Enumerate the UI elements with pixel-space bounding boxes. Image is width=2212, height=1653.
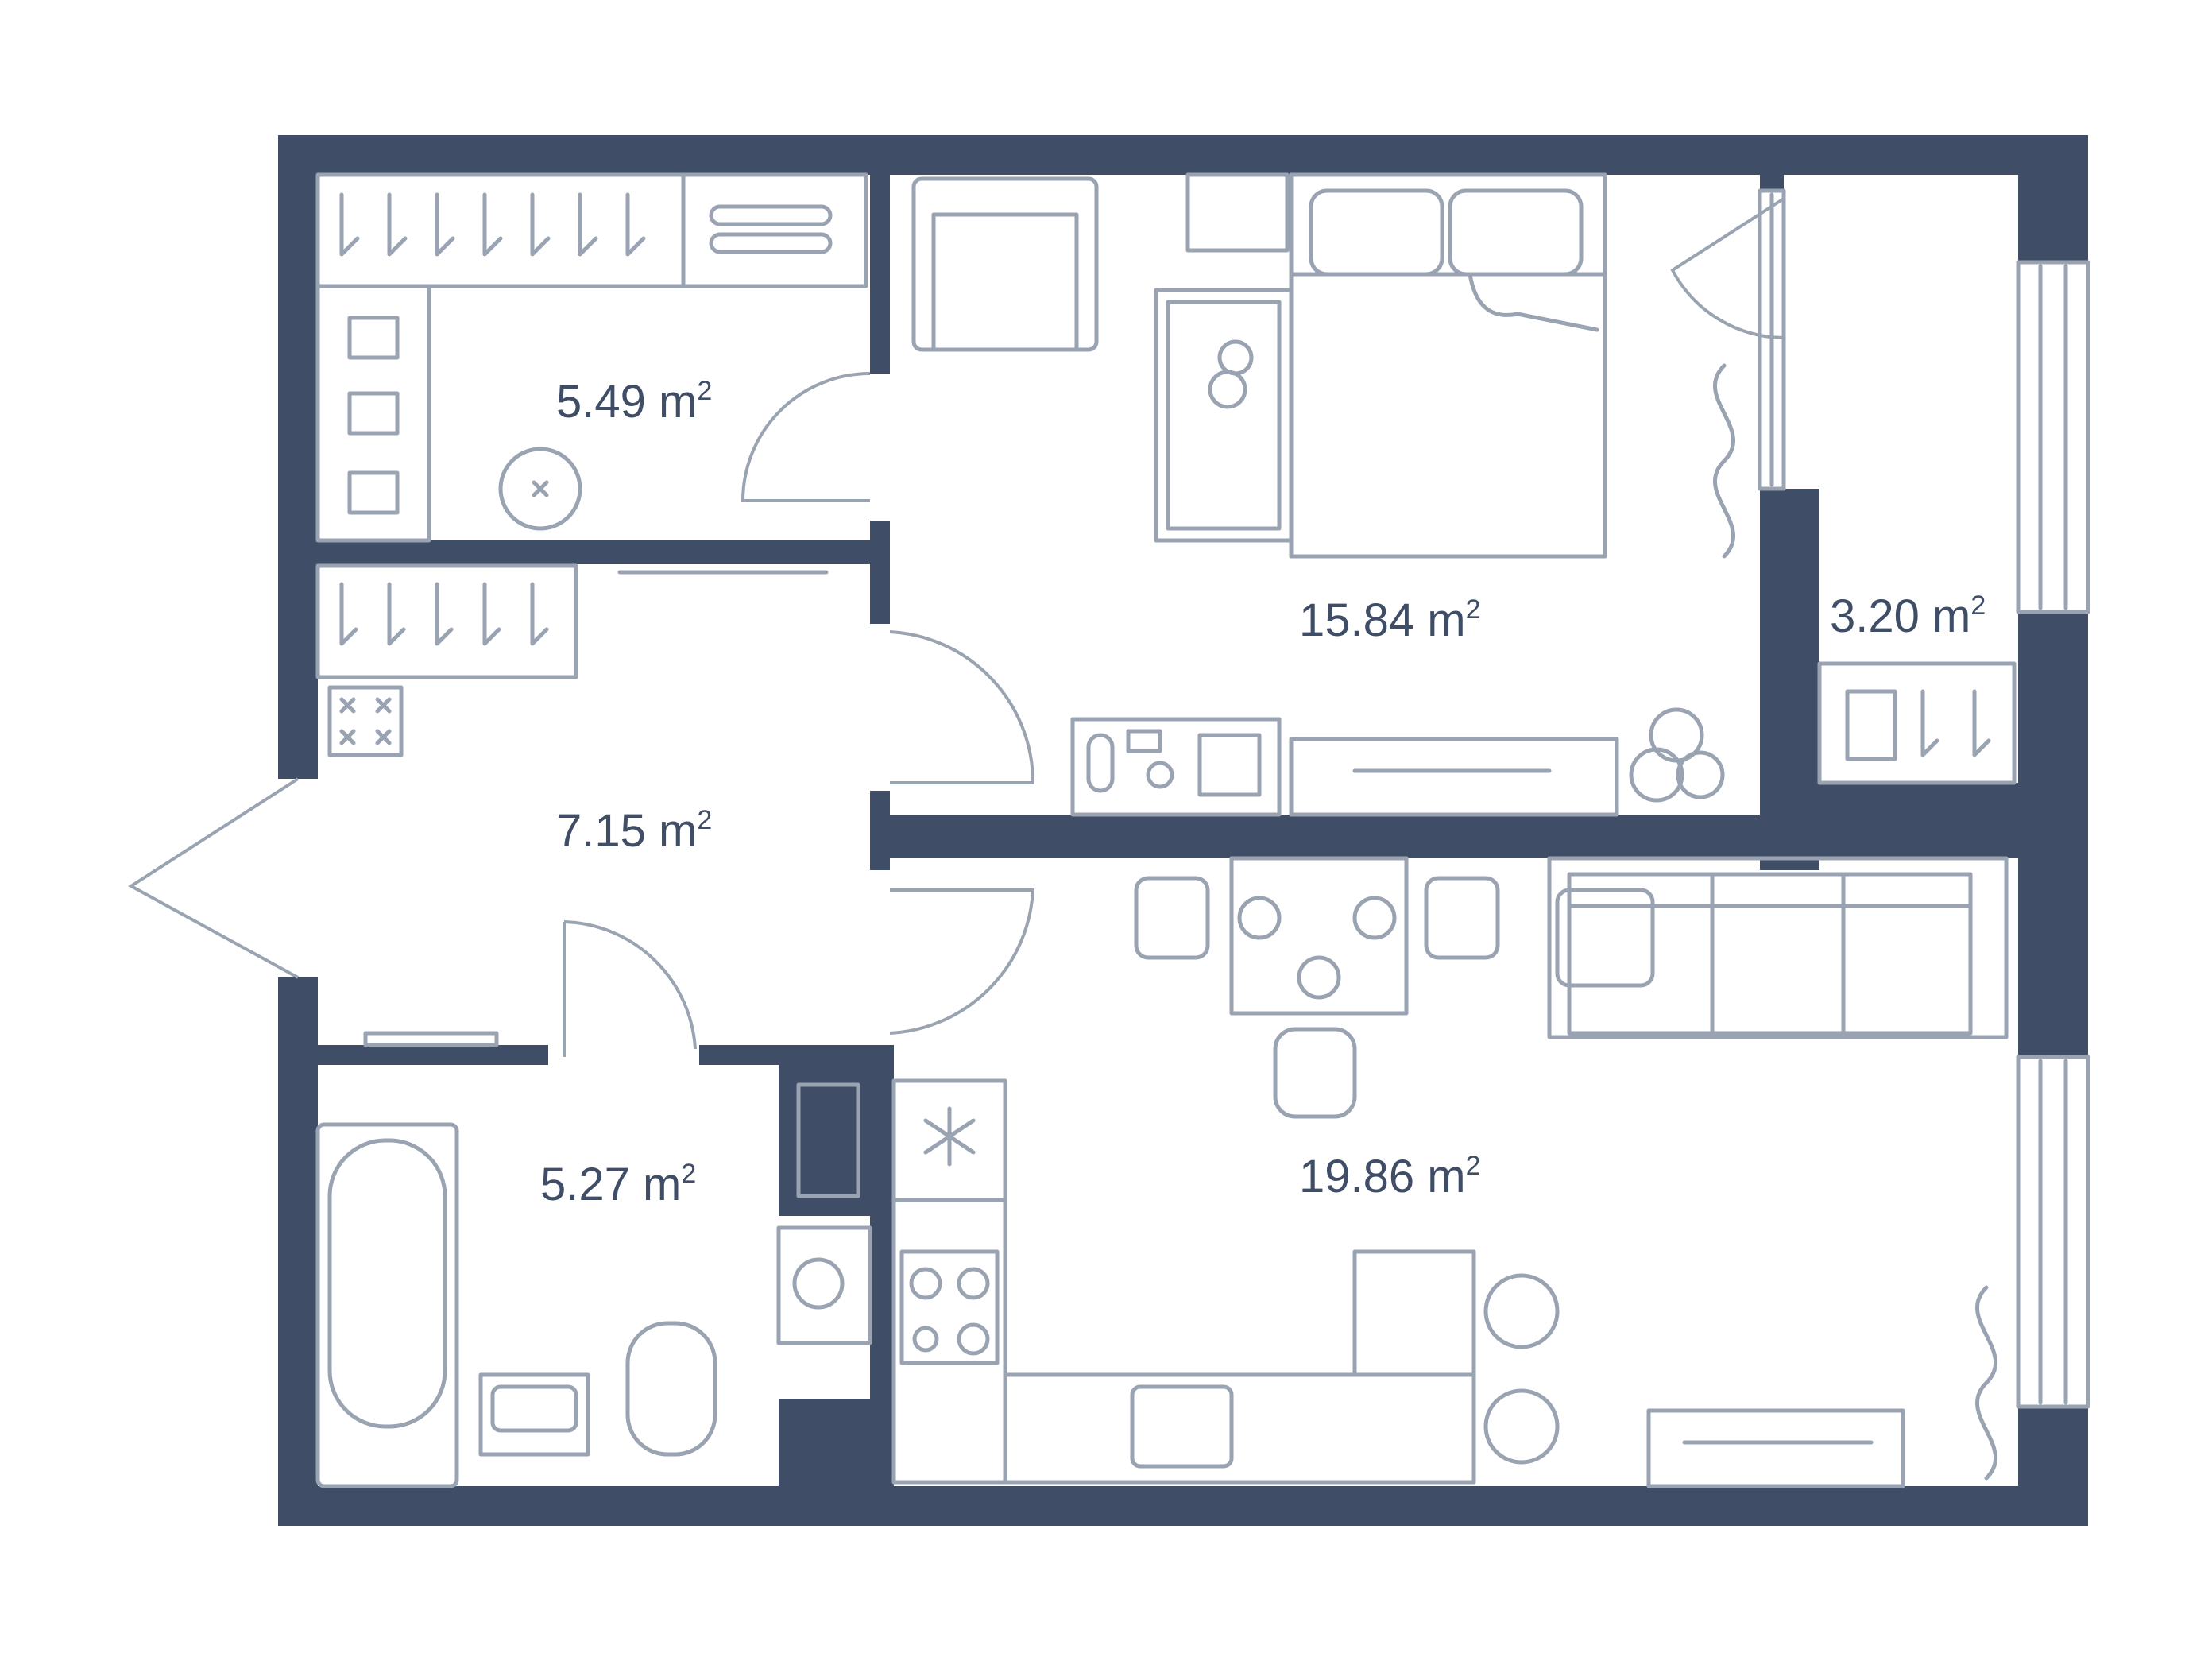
sink xyxy=(478,1372,590,1457)
windows xyxy=(1758,188,2090,1409)
bedroom-area-label: 15.84 m2 xyxy=(1299,594,1481,646)
tv-stand-living xyxy=(1646,1408,1905,1488)
teddy-bear-icon xyxy=(1208,339,1254,409)
bedroom-furniture xyxy=(911,172,1785,817)
bathroom-area-label: 5.27 m2 xyxy=(540,1159,696,1210)
counter xyxy=(1003,1372,1476,1485)
bedroom-door xyxy=(889,630,1035,784)
hanger-icons xyxy=(339,192,646,257)
plant-icon xyxy=(1629,707,1725,803)
washing-machine xyxy=(776,1225,872,1345)
bath-door xyxy=(563,920,697,1057)
desk xyxy=(1070,717,1282,817)
skis-icon xyxy=(709,204,833,254)
balcony-furniture xyxy=(1817,661,2017,785)
drain-icon xyxy=(498,447,582,531)
crib xyxy=(1154,288,1294,543)
closet-furniture xyxy=(315,172,871,543)
bathroom-furniture xyxy=(315,1082,872,1488)
toilet xyxy=(625,1321,717,1457)
entry-door xyxy=(128,777,300,979)
closet-area-label: 5.49 m2 xyxy=(556,376,712,428)
kitchen-living-area-label: 19.86 m2 xyxy=(1299,1151,1481,1202)
armchair xyxy=(911,176,1099,352)
folded-clothes-icons xyxy=(347,316,400,515)
walls xyxy=(278,135,2088,1526)
area-labels: 5.49 m2 15.84 m2 3.20 m2 7.15 m2 5.27 m2… xyxy=(540,376,1986,1210)
kitchen-living-furniture xyxy=(891,856,2009,1488)
balcony-area-label: 3.20 m2 xyxy=(1830,590,1986,642)
hallway-area-label: 7.15 m2 xyxy=(556,805,712,857)
nightstand xyxy=(1185,172,1290,253)
closet-door xyxy=(741,372,871,502)
bathtub xyxy=(315,1122,459,1488)
sofa xyxy=(1547,856,2009,1039)
stove xyxy=(899,1249,1000,1365)
balcony-door xyxy=(1670,197,1785,339)
living-door xyxy=(889,888,1035,1035)
tv-stand xyxy=(1289,737,1619,817)
dining-table xyxy=(1229,856,1409,1016)
curtain xyxy=(1712,363,1736,559)
hallway-furniture xyxy=(128,563,1035,1057)
